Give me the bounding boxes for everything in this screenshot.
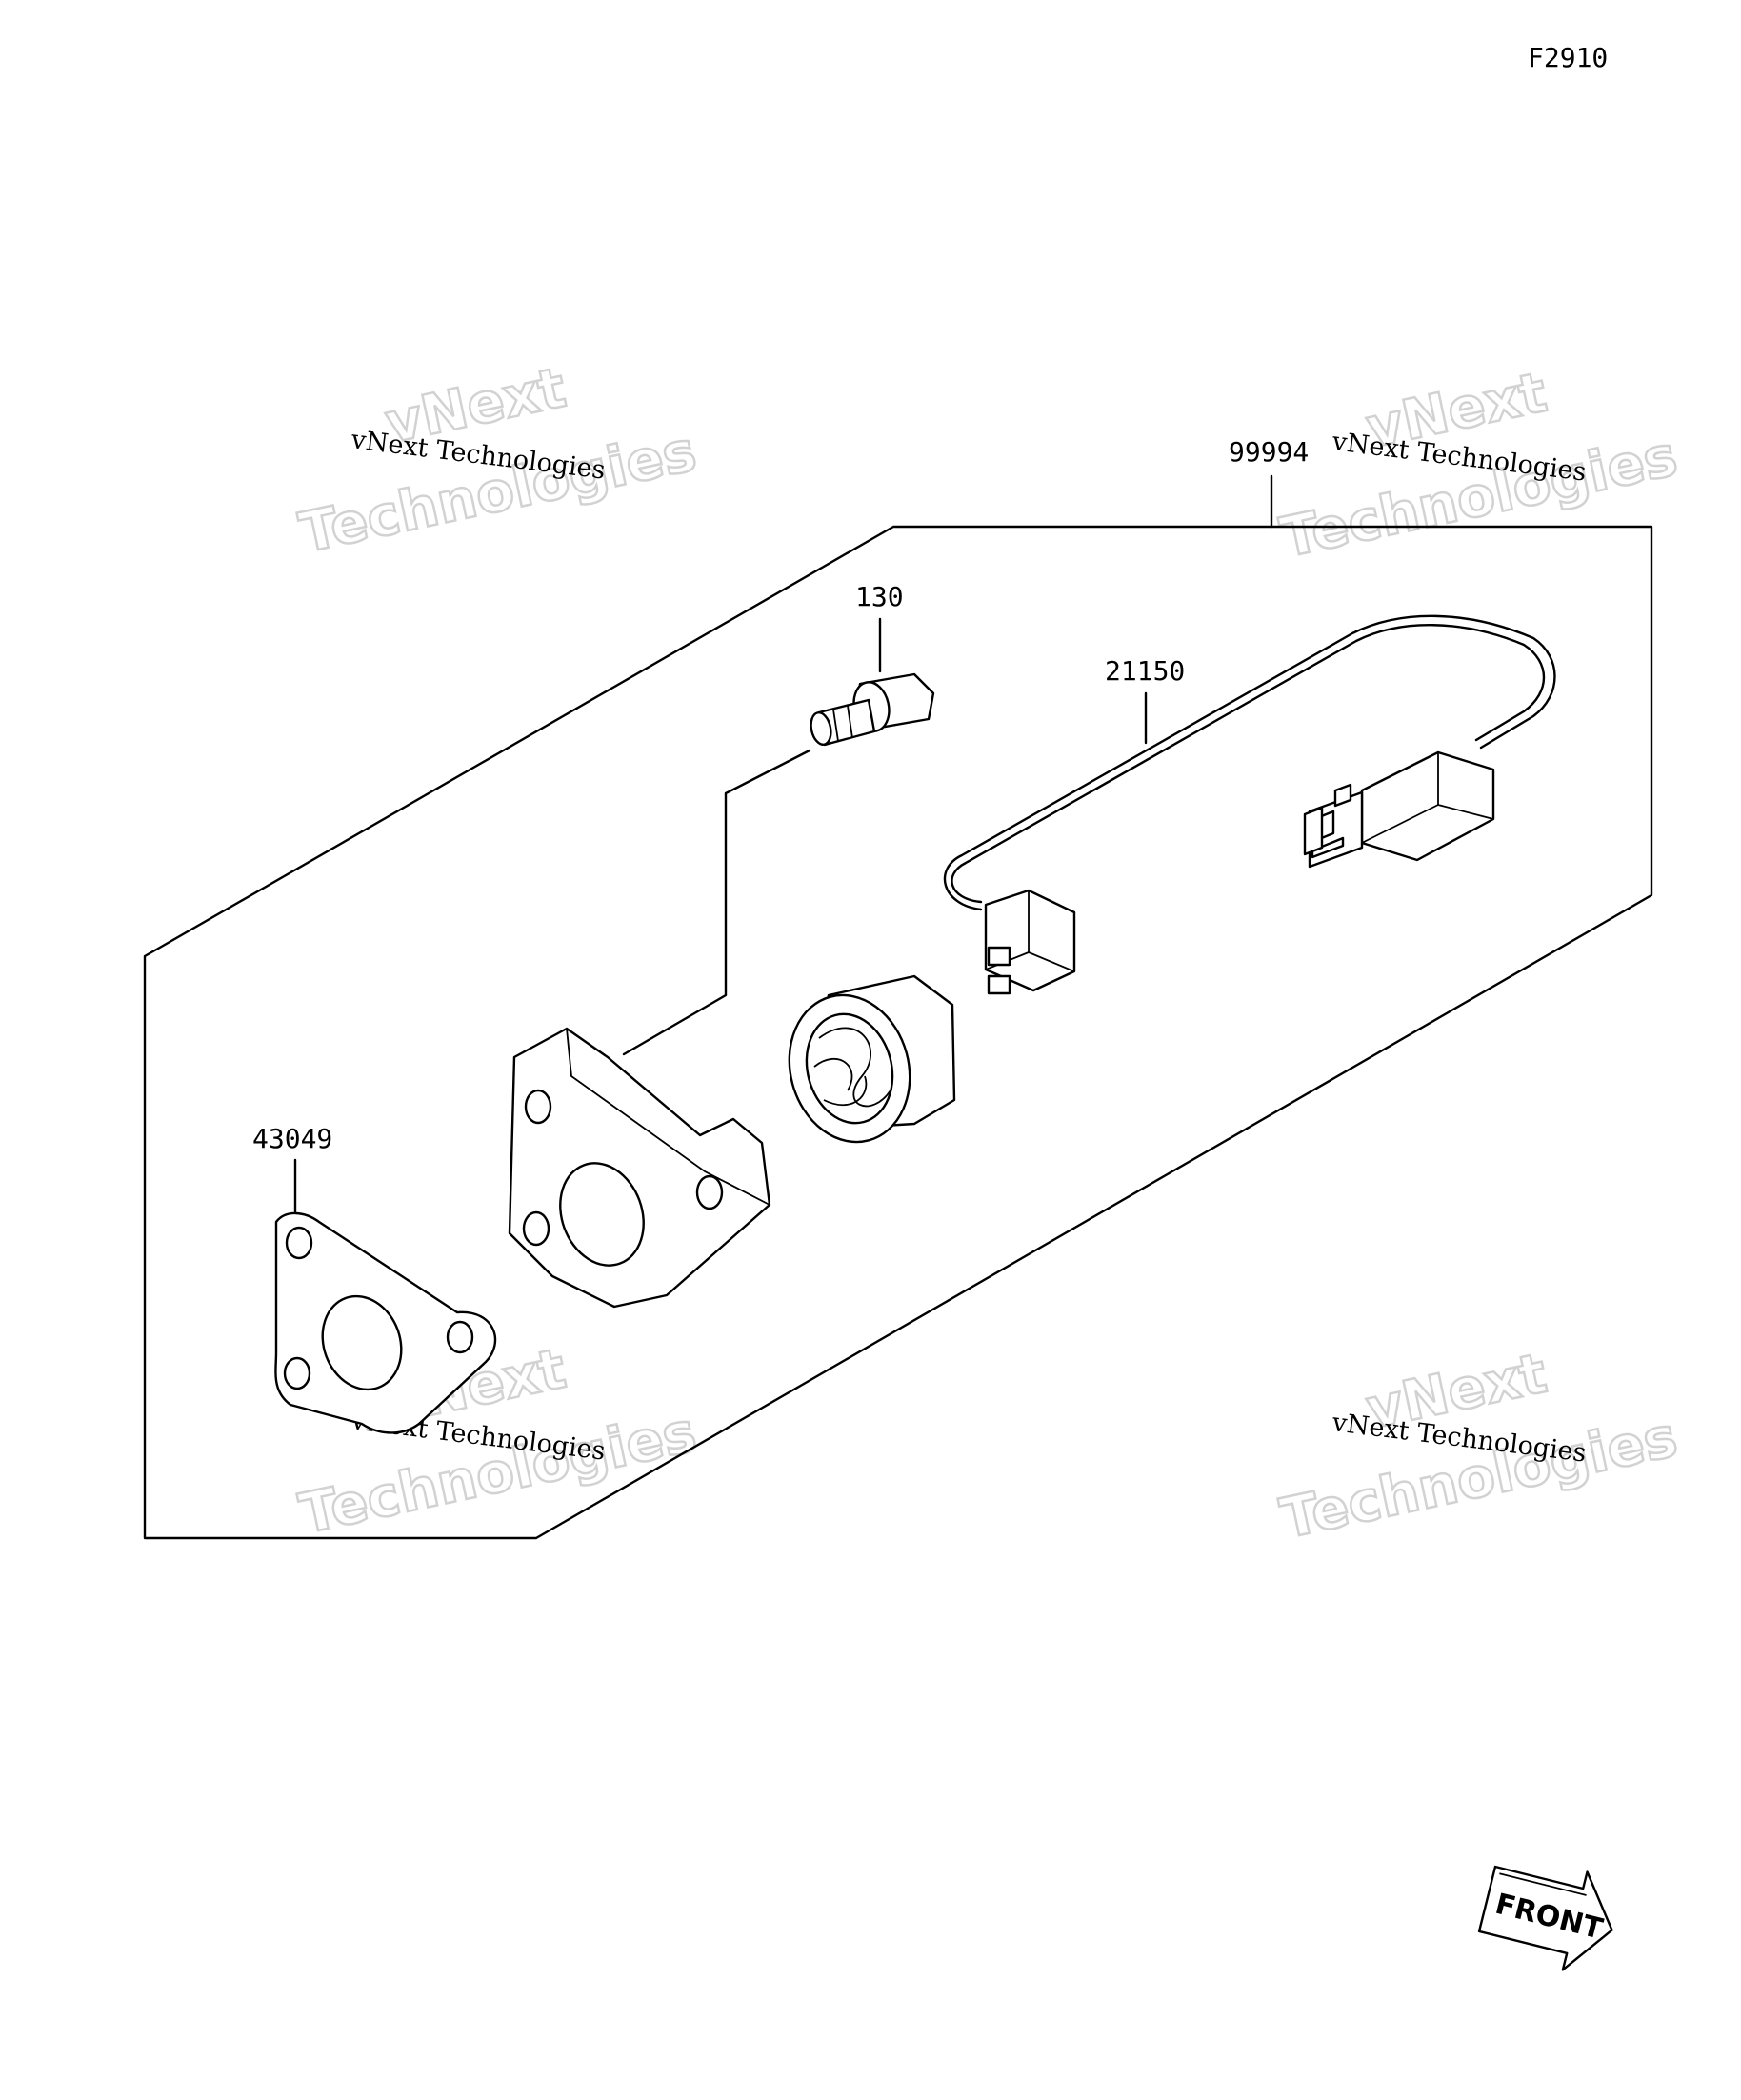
callout-99994: 99994 [1229,436,1309,468]
watermark-top-left: vNext Technologies vNext Technologies [293,353,703,567]
callout-130: 130 [855,581,904,612]
watermark-bottom-right: vNext Technologies vNext Technologies [1274,1339,1684,1552]
gasket-icon [274,1211,497,1434]
switch-icon [788,974,956,1144]
callout-21150: 21150 [1105,655,1185,687]
wire-harness-icon [943,614,1556,995]
callout-43049: 43049 [252,1123,332,1154]
figure-code: F2910 [1528,42,1608,73]
flange-housing-icon [508,1027,771,1309]
leader-bolt-to-flange [622,749,811,1056]
front-arrow-icon: FRONT [1477,1865,1613,1971]
bolt-icon [810,672,935,747]
watermark-top-right: vNext Technologies vNext Technologies [1274,358,1684,571]
kit-outline [143,525,1653,1540]
